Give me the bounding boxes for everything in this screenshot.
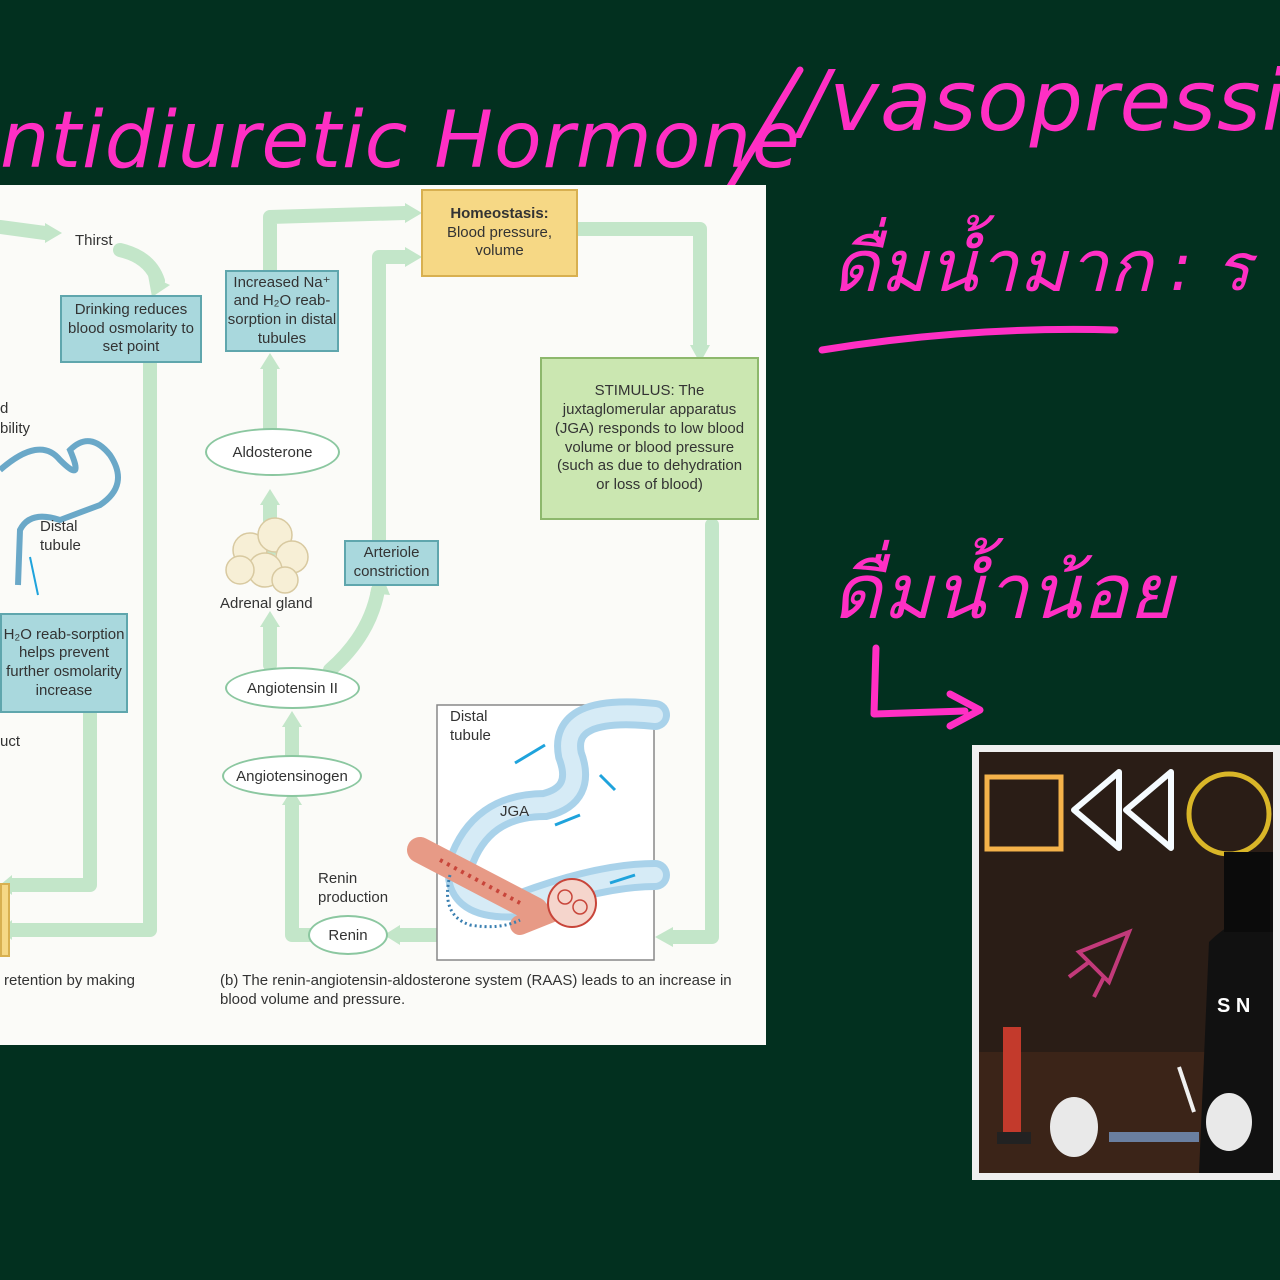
label-renin-production: Renin production — [318, 870, 389, 906]
homeostasis-title: Homeostasis: — [450, 204, 549, 222]
box-drinking-reduces: Drinking reduces blood osmolarity to set… — [60, 295, 202, 363]
adrenal-gland-drawing — [225, 517, 309, 594]
label-jga: JGA — [500, 803, 530, 820]
homeostasis-body: Blood pressure, volume — [446, 223, 553, 260]
textbook-figure: Thirst Drinking reduces blood osmolarity… — [0, 185, 766, 1045]
oval-renin: Renin — [308, 915, 388, 955]
microscope — [1003, 1027, 1021, 1137]
handwritten-thai-drink-little: ดื่มน้ำน้อย — [832, 547, 1175, 636]
oval-angiotensinogen: Angiotensinogen — [222, 755, 362, 797]
neon-rocket-icon — [1067, 928, 1133, 998]
label-increased-permeability-1: d — [0, 400, 9, 417]
box-increased-na: Increased Na⁺ and H₂O reab-sorption in d… — [225, 270, 339, 352]
label-thirst: Thirst — [75, 232, 113, 249]
handwritten-title-right: /vasopressin — [800, 52, 1280, 150]
glomerulus — [547, 878, 597, 928]
handwritten-arrow — [870, 644, 969, 718]
arrow-to-homeostasis-b — [372, 250, 412, 547]
label-distal-tubule-b: Distal tubule — [450, 708, 491, 744]
arrow-thirst-in — [0, 220, 52, 240]
handwritten-underline — [818, 325, 1119, 354]
video-scene: S N — [979, 752, 1273, 1173]
label-collecting-duct: uct — [0, 733, 21, 750]
box-homeostasis: Homeostasis: Blood pressure, volume — [421, 189, 578, 277]
oval-angiotensin-ii: Angiotensin II — [225, 667, 360, 709]
box-arteriole-constriction: Arteriole constriction — [344, 540, 439, 586]
stylus-pen — [1177, 1066, 1196, 1113]
handwritten-thai-drink-much-tail: : ร — [1170, 229, 1252, 306]
label-distal-tubule-a: Distal tubule — [40, 518, 81, 554]
ceramic-head-left — [1050, 1097, 1098, 1157]
label-increased-permeability-2: bility — [0, 420, 31, 437]
neon-rewind-icon — [1071, 769, 1174, 851]
arrow-thirst-out — [113, 243, 165, 288]
handwritten-thai-drink-much: ดื่มน้ำมาก — [832, 224, 1154, 308]
left-tubule-drawing — [0, 438, 121, 586]
caption-a: retention by making — [4, 972, 135, 989]
box-h2o-reabsorption: H₂O reab-sorption helps prevent further … — [0, 613, 128, 713]
arrow-homeostasis-right — [571, 222, 707, 354]
shirt-text: S N — [1217, 995, 1250, 1017]
handwritten-arrow-head — [946, 690, 984, 730]
neon-square-icon — [984, 774, 1064, 852]
video-frame: S N — [979, 752, 1273, 1173]
arrow-stimulus-down — [666, 518, 719, 944]
ceramic-head-right — [1206, 1093, 1252, 1151]
box-stimulus: STIMULUS: The juxtaglomerular apparatus … — [540, 357, 759, 520]
arrow-renin-loop — [285, 796, 317, 942]
arrow-to-homeostasis-a — [263, 206, 412, 287]
label-adrenal-gland: Adrenal gland — [220, 595, 313, 612]
handwritten-title-left: ntidiuretic Hormone — [0, 96, 801, 186]
box-left-outcome — [0, 883, 10, 957]
oval-aldosterone: Aldosterone — [205, 428, 340, 476]
caption-b: (b) The renin-angiotensin-aldosterone sy… — [220, 972, 732, 1008]
arrow-ang-arteriole — [323, 583, 385, 677]
arrow-left-loop — [5, 706, 97, 892]
arrow-left-column-down — [5, 356, 157, 937]
presenter-video: S N — [972, 745, 1280, 1180]
